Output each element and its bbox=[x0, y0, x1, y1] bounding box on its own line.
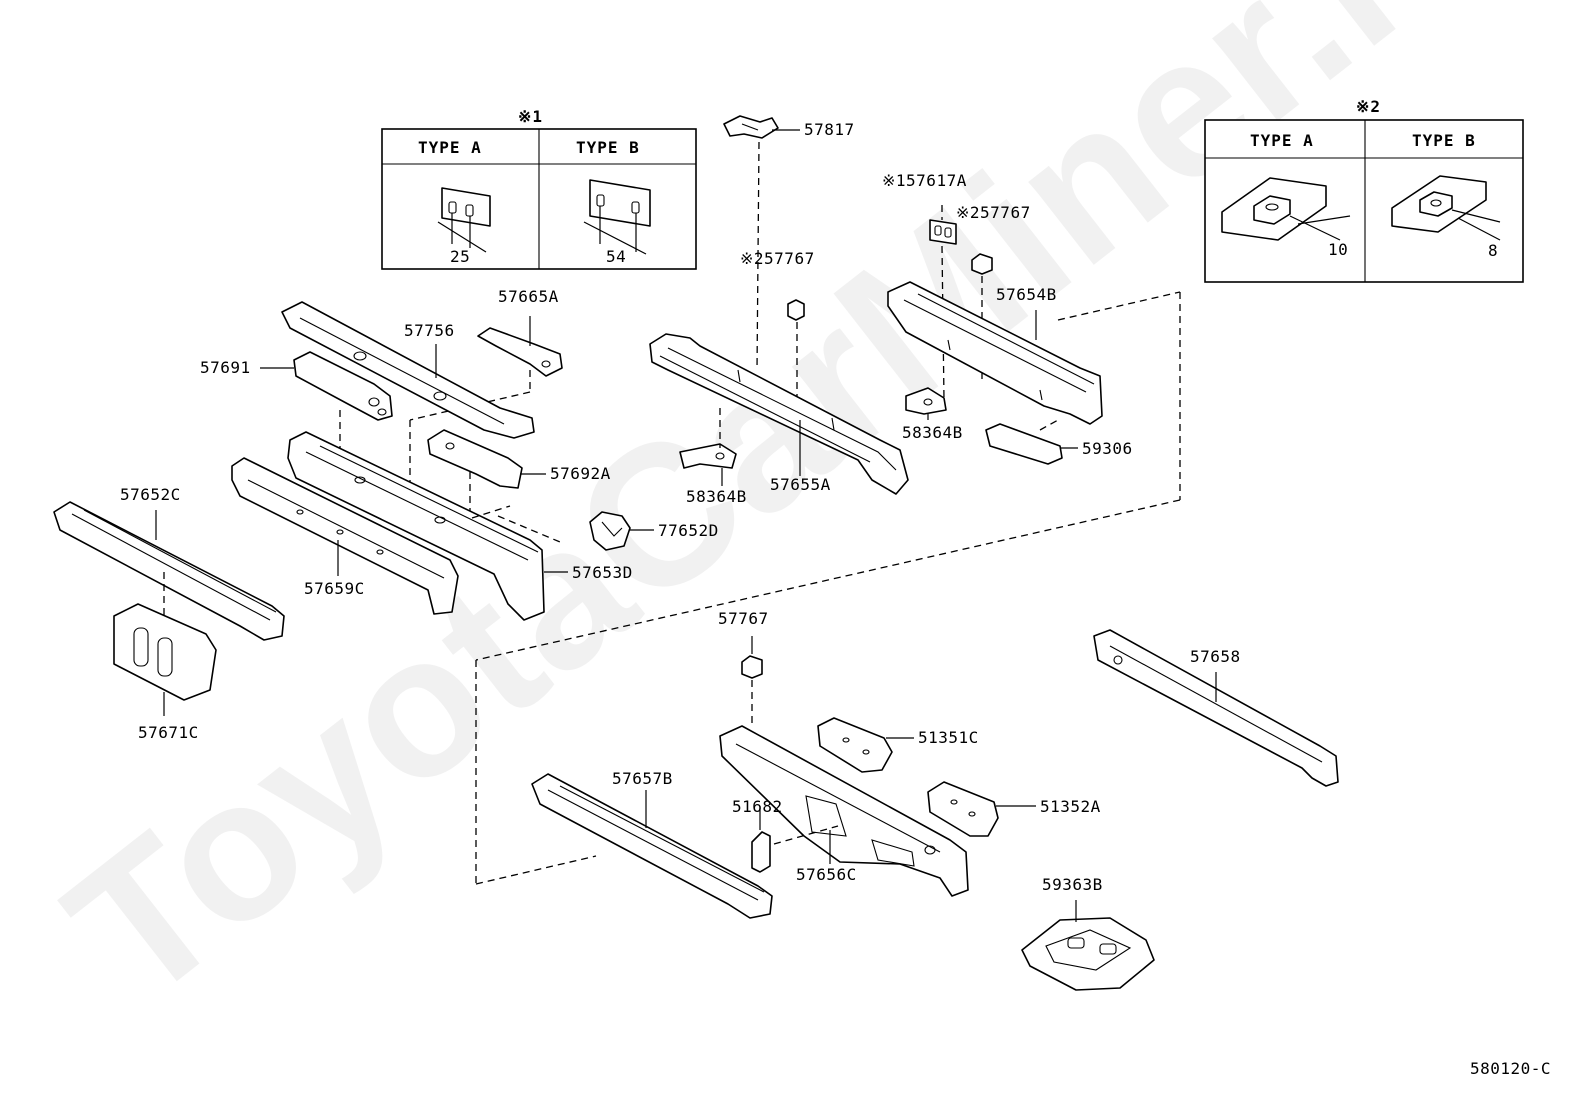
part-57671C bbox=[113, 603, 217, 701]
legend-2-dim-b: 8 bbox=[1488, 241, 1498, 260]
label-57659C: 57659C bbox=[304, 579, 365, 598]
label-57617A: ※157617A bbox=[882, 171, 967, 190]
label-57658: 57658 bbox=[1190, 647, 1241, 666]
part-57658 bbox=[1093, 629, 1339, 787]
legend-1-type-b: TYPE B bbox=[576, 138, 640, 157]
legend-1-type-b-plate bbox=[583, 179, 651, 255]
part-57817 bbox=[723, 115, 779, 139]
legend-2-mark: ※2 bbox=[1356, 97, 1381, 116]
part-57617A bbox=[929, 219, 957, 245]
label-77652D: 77652D bbox=[658, 521, 719, 540]
legend-1-dim-b: 54 bbox=[606, 247, 626, 266]
label-57756: 57756 bbox=[404, 321, 455, 340]
legend-2-type-b-nut bbox=[1391, 175, 1501, 241]
part-57655A bbox=[649, 333, 909, 495]
part-59306 bbox=[985, 423, 1063, 465]
part-57653D bbox=[287, 431, 545, 621]
label-57656C: 57656C bbox=[796, 865, 857, 884]
legend-1-dim-a: 25 bbox=[450, 247, 470, 266]
label-51352A: 51352A bbox=[1040, 797, 1101, 816]
legend-2-type-a: TYPE A bbox=[1250, 131, 1314, 150]
part-57652C bbox=[53, 501, 285, 641]
part-58364B-right bbox=[905, 387, 947, 415]
part-51351C bbox=[817, 717, 893, 773]
legend-1: ※1 TYPE A TYPE B 25 54 bbox=[381, 107, 697, 270]
part-57767-center bbox=[787, 299, 805, 321]
label-58364B-right: 58364B bbox=[902, 423, 963, 442]
label-59363B: 59363B bbox=[1042, 875, 1103, 894]
legend-2: ※2 TYPE A TYPE B 10 8 bbox=[1204, 97, 1524, 283]
part-57656C bbox=[719, 725, 969, 897]
part-51352A bbox=[927, 781, 999, 837]
label-57767-center: ※257767 bbox=[740, 249, 815, 268]
legend-2-type-b: TYPE B bbox=[1412, 131, 1476, 150]
part-57657B bbox=[531, 773, 773, 919]
legend-1-type-a-plate bbox=[437, 187, 491, 253]
part-51682 bbox=[751, 831, 771, 873]
part-57692A bbox=[427, 429, 523, 489]
part-57756 bbox=[281, 301, 535, 439]
label-57665A: 57665A bbox=[498, 287, 559, 306]
label-57652C: 57652C bbox=[120, 485, 181, 504]
label-57692A: 57692A bbox=[550, 464, 611, 483]
part-57691 bbox=[293, 351, 393, 421]
legend-1-mark: ※1 bbox=[518, 107, 543, 126]
label-57657B: 57657B bbox=[612, 769, 673, 788]
legend-2-type-a-nut bbox=[1221, 177, 1351, 241]
legend-2-dim-a: 10 bbox=[1328, 240, 1348, 259]
part-57767-bottom bbox=[741, 655, 763, 679]
label-57817: 57817 bbox=[804, 120, 855, 139]
label-57767-right: ※257767 bbox=[956, 203, 1031, 222]
part-59363B bbox=[1021, 917, 1155, 991]
label-57691: 57691 bbox=[200, 358, 251, 377]
part-57665A bbox=[477, 327, 563, 377]
label-58364B-center: 58364B bbox=[686, 487, 747, 506]
part-77652D bbox=[589, 511, 631, 551]
diagram-id: 580120-C bbox=[1470, 1059, 1551, 1078]
label-57654B: 57654B bbox=[996, 285, 1057, 304]
label-57671C: 57671C bbox=[138, 723, 199, 742]
legend-1-type-a: TYPE A bbox=[418, 138, 482, 157]
label-57653D: 57653D bbox=[572, 563, 633, 582]
part-57659C bbox=[231, 457, 459, 615]
label-51682: 51682 bbox=[732, 797, 783, 816]
label-59306: 59306 bbox=[1082, 439, 1133, 458]
label-57655A: 57655A bbox=[770, 475, 831, 494]
part-57767-right bbox=[971, 253, 993, 275]
label-51351C: 51351C bbox=[918, 728, 979, 747]
label-57767-bottom: 57767 bbox=[718, 609, 769, 628]
part-57654B bbox=[887, 281, 1103, 425]
